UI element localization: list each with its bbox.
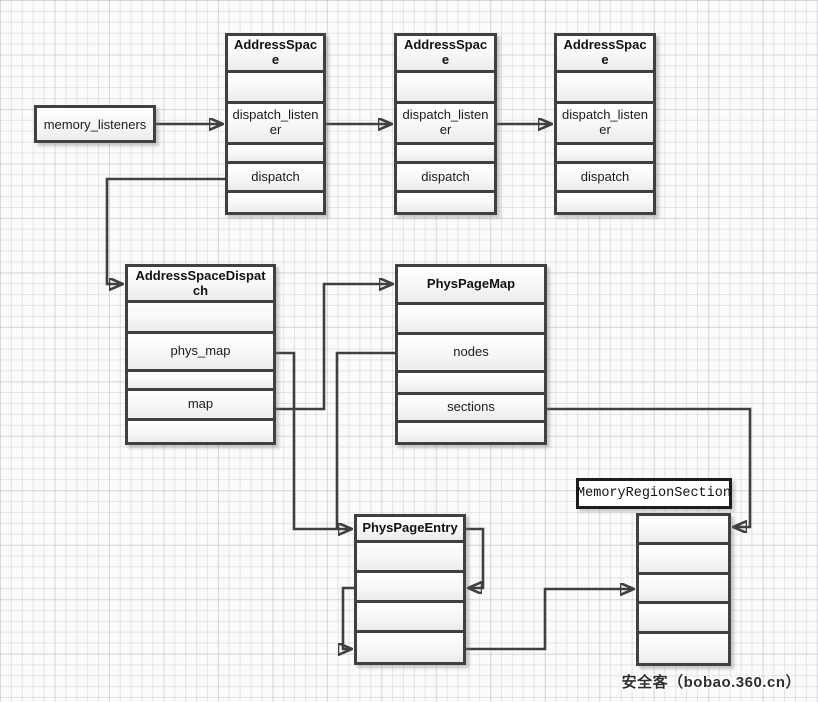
- physpageentry-empty-row: [357, 573, 463, 600]
- memoryregionsection-table: [636, 513, 731, 666]
- physpagemap-title: PhysPageMap: [398, 267, 544, 302]
- addressspace-1-dispatch-listener-field: dispatch_listener: [228, 104, 323, 142]
- addressspace-3-empty-row: [557, 145, 653, 161]
- addressspace-1-dispatch-field: dispatch: [228, 164, 323, 190]
- addressspace-2-title: AddressSpace: [397, 36, 494, 70]
- addressspace-3-empty-row: [557, 73, 653, 101]
- memoryregionsection-empty-row: [639, 545, 728, 572]
- addressspace-2-dispatch-listener-field: dispatch_listener: [397, 104, 494, 142]
- addressspace-1-title: AddressSpace: [228, 36, 323, 70]
- connector-dispatch-to-addressspacedispatch: [105, 177, 225, 284]
- memoryregionsection-label-box: MemoryRegionSection: [576, 478, 732, 509]
- addressspacedispatch-empty-row: [128, 372, 273, 388]
- physpagemap-empty-row: [398, 305, 544, 332]
- memoryregionsection-empty-row: [639, 516, 728, 542]
- connector-map-to-physpagemap: [276, 284, 391, 411]
- addressspace-3-empty-row: [557, 193, 653, 212]
- addressspace-1-box: AddressSpace dispatch_listener dispatch: [225, 33, 326, 215]
- physpageentry-empty-row: [357, 603, 463, 630]
- addressspacedispatch-empty-row: [128, 303, 273, 331]
- addressspace-2-empty-row: [397, 145, 494, 161]
- physpageentry-empty-row: [357, 543, 463, 570]
- memoryregionsection-label: MemoryRegionSection: [577, 486, 731, 501]
- memory-listeners-label: memory_listeners: [43, 116, 147, 132]
- addressspace-3-dispatch-field: dispatch: [557, 164, 653, 190]
- connector-physmap-to-physpageentry: [276, 351, 350, 529]
- watermark-text: 安全客（bobao.360.cn）: [621, 674, 801, 691]
- addressspace-2-empty-row: [397, 193, 494, 212]
- physpageentry-title: PhysPageEntry: [357, 517, 463, 540]
- addressspace-3-box: AddressSpace dispatch_listener dispatch: [554, 33, 656, 215]
- physpagemap-box: PhysPageMap nodes sections: [395, 264, 547, 445]
- addressspace-1-empty-row: [228, 145, 323, 161]
- addressspace-2-box: AddressSpace dispatch_listener dispatch: [394, 33, 497, 215]
- connector-physpageentry-self-loop-left: [343, 586, 354, 649]
- memory-listeners-box: memory_listeners: [34, 105, 156, 143]
- addressspacedispatch-phys-map-field: phys_map: [128, 334, 273, 369]
- connector-physpageentry-to-memoryregionsection: [466, 589, 632, 651]
- physpageentry-box: PhysPageEntry: [354, 514, 466, 665]
- memoryregionsection-empty-row: [639, 604, 728, 631]
- physpageentry-empty-row: [357, 633, 463, 662]
- addressspace-3-title: AddressSpace: [557, 36, 653, 70]
- memoryregionsection-empty-row: [639, 634, 728, 663]
- addressspace-1-empty-row: [228, 193, 323, 212]
- physpagemap-nodes-field: nodes: [398, 335, 544, 370]
- addressspacedispatch-title: AddressSpaceDispatch: [128, 267, 273, 300]
- memoryregionsection-empty-row: [639, 575, 728, 601]
- physpagemap-sections-field: sections: [398, 395, 544, 420]
- addressspace-3-dispatch-listener-field: dispatch_listener: [557, 104, 653, 142]
- addressspacedispatch-empty-row: [128, 421, 273, 442]
- physpagemap-empty-row: [398, 423, 544, 442]
- connector-nodes-to-physpageentry: [335, 351, 395, 528]
- physpagemap-empty-row: [398, 373, 544, 392]
- addressspace-1-empty-row: [228, 73, 323, 101]
- addressspacedispatch-box: AddressSpaceDispatch phys_map map: [125, 264, 276, 445]
- connector-physpageentry-self-loop-right: [466, 527, 485, 588]
- addressspace-2-empty-row: [397, 73, 494, 101]
- addressspacedispatch-map-field: map: [128, 391, 273, 418]
- connector-sections-to-memoryregionsection: [547, 407, 752, 527]
- addressspace-2-dispatch-field: dispatch: [397, 164, 494, 190]
